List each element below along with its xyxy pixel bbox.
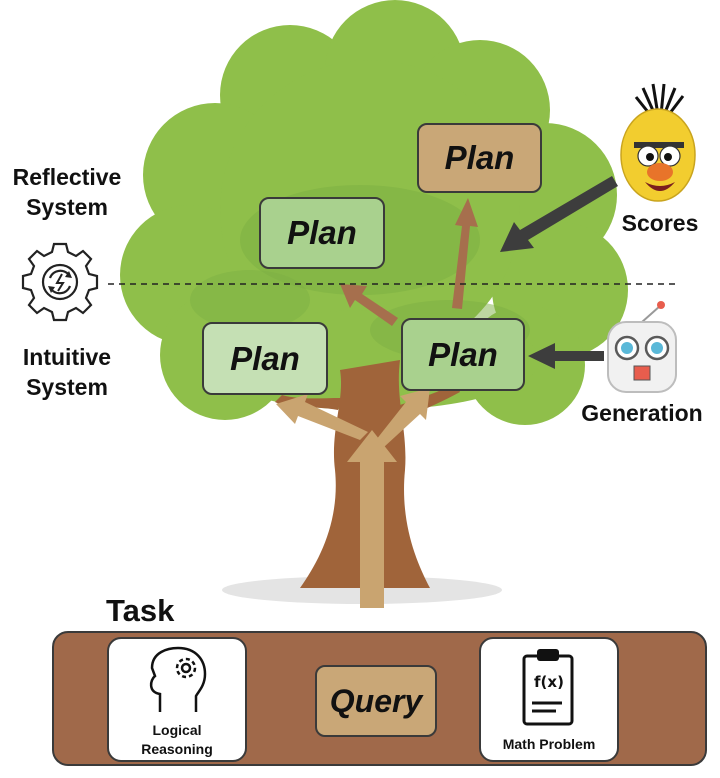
robot-icon: [607, 301, 677, 393]
reflective-line-1: Reflective: [12, 164, 122, 190]
task-title: Task: [106, 593, 175, 628]
plan-top-left: Plan: [259, 197, 385, 269]
logical-line-1: Logical: [152, 722, 202, 738]
logical-line-2: Reasoning: [141, 741, 213, 757]
plan-bottom-right: Plan: [401, 318, 525, 391]
math-problem-label: Math Problem: [502, 736, 596, 752]
intuitive-system-label: Intuitive System: [0, 342, 134, 402]
agent-arrows: [500, 176, 618, 369]
intuitive-line-2: System: [26, 374, 108, 400]
arrow-to-right-plan: [376, 388, 430, 447]
generation-label: Generation: [581, 400, 703, 426]
arrow-to-left-plan: [276, 394, 368, 440]
scorer-face-icon: [620, 83, 696, 202]
arrow-to-top-left-plan: [340, 284, 398, 326]
intuitive-line-1: Intuitive: [22, 344, 112, 370]
generation-arrow: [528, 343, 604, 369]
scores-arrow: [500, 176, 618, 252]
scores-label: Scores: [621, 210, 699, 236]
arrow-to-top-right-plan: [452, 198, 478, 309]
gear-cycle-icon: [21, 242, 99, 322]
reflective-system-label: Reflective System: [0, 162, 134, 222]
fx-label-overlay: f(x): [534, 673, 564, 691]
main-up-arrow: [347, 430, 397, 608]
plan-top-right: Plan: [417, 123, 542, 193]
plan-bottom-left: Plan: [202, 322, 328, 395]
logical-reasoning-label: Logical Reasoning: [109, 721, 245, 759]
math-problem-card: Math Problem: [479, 637, 619, 762]
growth-arrows: [276, 198, 478, 608]
logical-reasoning-card: Logical Reasoning: [107, 637, 247, 762]
query-box: Query: [315, 665, 437, 737]
reflective-line-2: System: [26, 194, 108, 220]
